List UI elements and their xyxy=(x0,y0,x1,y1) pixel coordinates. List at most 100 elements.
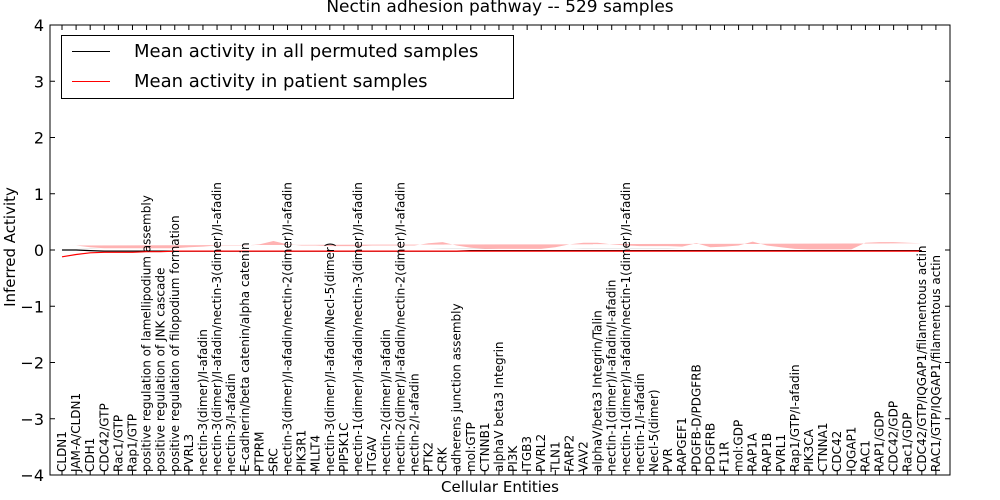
data-point xyxy=(653,251,654,252)
y-tick-label: 1 xyxy=(34,185,44,204)
data-point xyxy=(343,251,344,252)
data-point xyxy=(837,251,838,252)
data-point xyxy=(583,251,584,252)
data-point xyxy=(76,254,77,255)
legend-label-permuted: Mean activity in all permuted samples xyxy=(134,40,479,62)
x-tick-label: PDGFB-D/PDGFRB xyxy=(689,364,703,472)
x-tick-label: nectin-3(dimer)/I-afadin xyxy=(196,329,210,472)
legend: Mean activity in all permuted samples Me… xyxy=(61,35,514,99)
x-tick-label: PVRL3 xyxy=(182,434,196,472)
x-tick-label: CDC42 xyxy=(830,431,844,472)
x-tick-label: VAV2 xyxy=(577,441,591,472)
data-point xyxy=(738,251,739,252)
data-point xyxy=(639,251,640,252)
data-point xyxy=(456,251,457,252)
data-point xyxy=(301,251,302,252)
data-point xyxy=(188,251,189,252)
data-point xyxy=(541,251,542,252)
y-tick-label: −3 xyxy=(20,410,44,429)
x-tick-label: CDH1 xyxy=(83,438,97,472)
x-tick-label: positive regulation of JNK cascade xyxy=(154,268,168,472)
data-point xyxy=(414,251,415,252)
x-tick-label: nectin-3(dimer)/I-afadin/Necl-5(dimer) xyxy=(323,242,337,472)
data-point xyxy=(273,251,274,252)
data-point xyxy=(132,252,133,253)
data-point xyxy=(160,251,161,252)
x-tick-label: ITGB3 xyxy=(520,436,534,472)
x-tick-label: positive regulation of filopodium format… xyxy=(168,215,182,472)
data-point xyxy=(668,251,669,252)
band-1 xyxy=(62,241,922,250)
x-tick-label: SRC xyxy=(266,448,280,472)
x-tick-label: PDGFRB xyxy=(703,423,717,472)
x-tick-label: CDC42/GDP xyxy=(887,401,901,472)
x-tick-label: CRK xyxy=(436,446,450,472)
data-point xyxy=(851,251,852,252)
x-tick-label: nectin-3(dimer)/I-afadin/nectin-2(dimer)… xyxy=(281,182,295,472)
data-point xyxy=(118,251,119,252)
x-tick-label: PTPRM xyxy=(252,432,266,473)
x-tick-label: nectin-1/I-afadin xyxy=(633,373,647,472)
data-point xyxy=(569,251,570,252)
data-point xyxy=(597,251,598,252)
x-tick-label: PIK3CA xyxy=(802,428,816,472)
x-tick-label: ITGAV xyxy=(365,435,379,472)
x-tick-label: CTNNB1 xyxy=(478,422,492,472)
x-tick-label: RAC1/GTP/IQGAP1/filamentous actin xyxy=(929,255,943,472)
x-tick-label: nectin-2(dimer)/I-afadin/nectin-2(dimer)… xyxy=(393,182,407,472)
data-point xyxy=(794,251,795,252)
x-tick-label: RAP1B xyxy=(760,433,774,472)
x-tick-label: RAP1A xyxy=(746,432,760,472)
data-point xyxy=(61,256,62,257)
x-tick-label: CTNNA1 xyxy=(816,422,830,472)
legend-swatch-permuted xyxy=(72,50,110,52)
data-point xyxy=(470,251,471,252)
data-point xyxy=(498,251,499,252)
y-tick-label: −4 xyxy=(20,466,44,485)
x-tick-label: mol:GTP xyxy=(464,422,478,472)
data-point xyxy=(823,251,824,252)
x-tick-label: RAPGEF1 xyxy=(675,417,689,472)
data-point xyxy=(259,251,260,252)
data-point xyxy=(372,251,373,252)
data-point xyxy=(696,251,697,252)
data-point xyxy=(893,251,894,252)
data-point xyxy=(61,249,62,250)
x-tick-label: PI3K xyxy=(506,445,520,472)
data-point xyxy=(780,251,781,252)
x-tick-label: MLLT4 xyxy=(309,435,323,472)
x-tick-label: PIK3R1 xyxy=(295,430,309,472)
data-point xyxy=(132,251,133,252)
chart-title: Nectin adhesion pathway -- 529 samples xyxy=(326,0,674,17)
x-tick-label: CLDN1 xyxy=(55,431,69,472)
data-point xyxy=(865,251,866,252)
data-point xyxy=(682,251,683,252)
x-axis-label: Cellular Entities xyxy=(441,478,559,496)
x-tick-label: RAP1/GDP xyxy=(873,411,887,472)
x-tick-label: nectin-3/I-afadin xyxy=(224,373,238,472)
data-point xyxy=(104,251,105,252)
x-tick-label: positive regulation of lamellipodium ass… xyxy=(140,195,154,472)
x-tick-label: alphaV beta3 Integrin xyxy=(492,341,506,472)
data-point xyxy=(766,251,767,252)
data-point xyxy=(386,251,387,252)
x-tick-label: Rap1/GTP/I-afadin xyxy=(788,364,802,472)
data-point xyxy=(118,252,119,253)
x-tick-label: TLN1 xyxy=(548,441,562,473)
x-tick-label: PVRL1 xyxy=(774,434,788,472)
data-point xyxy=(104,252,105,253)
data-point xyxy=(879,251,880,252)
data-point xyxy=(90,252,91,253)
data-point xyxy=(752,251,753,252)
x-tick-label: Rac1/GTP xyxy=(111,415,125,472)
data-point xyxy=(611,251,612,252)
x-tick-label: PVR xyxy=(661,448,675,472)
x-tick-label: PIP5K1C xyxy=(337,422,351,472)
x-tick-label: alphaV/beta3 Integrin/Talin xyxy=(591,310,605,472)
x-tick-label: E-cadherin/beta catenin/alpha catenin xyxy=(238,242,252,472)
x-tick-label: nectin-1(dimer)/I-afadin/nectin-3(dimer)… xyxy=(351,182,365,472)
y-tick-label: −1 xyxy=(20,297,44,316)
series-line-1 xyxy=(61,250,922,258)
legend-item-permuted: Mean activity in all permuted samples xyxy=(72,38,478,64)
